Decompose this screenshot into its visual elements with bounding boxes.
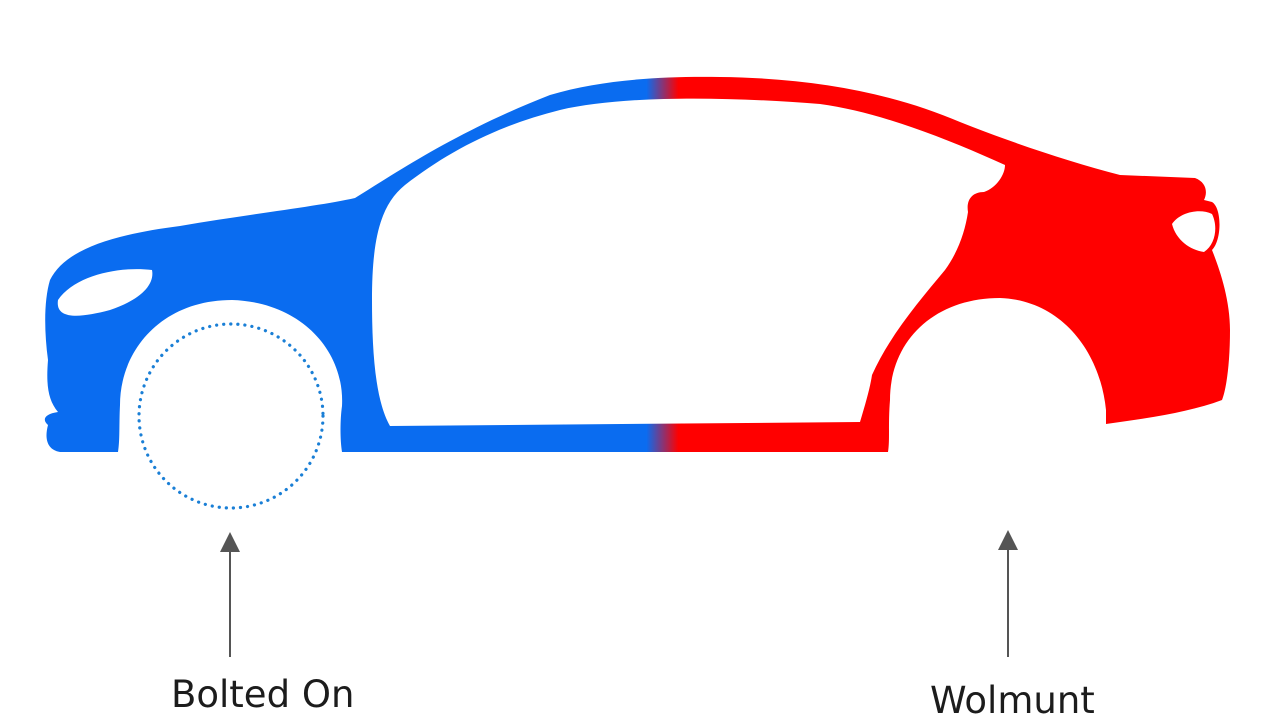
right-callout-arrow xyxy=(998,530,1018,657)
wolmunt-label: Wolmunt xyxy=(930,679,1095,722)
left-arrowhead xyxy=(220,532,240,552)
car-side-panel xyxy=(44,76,1231,452)
left-callout-arrow xyxy=(220,532,240,657)
bolted-on-label: Bolted On xyxy=(171,673,355,716)
wheel-outline xyxy=(137,322,325,510)
right-arrowhead xyxy=(998,530,1018,550)
